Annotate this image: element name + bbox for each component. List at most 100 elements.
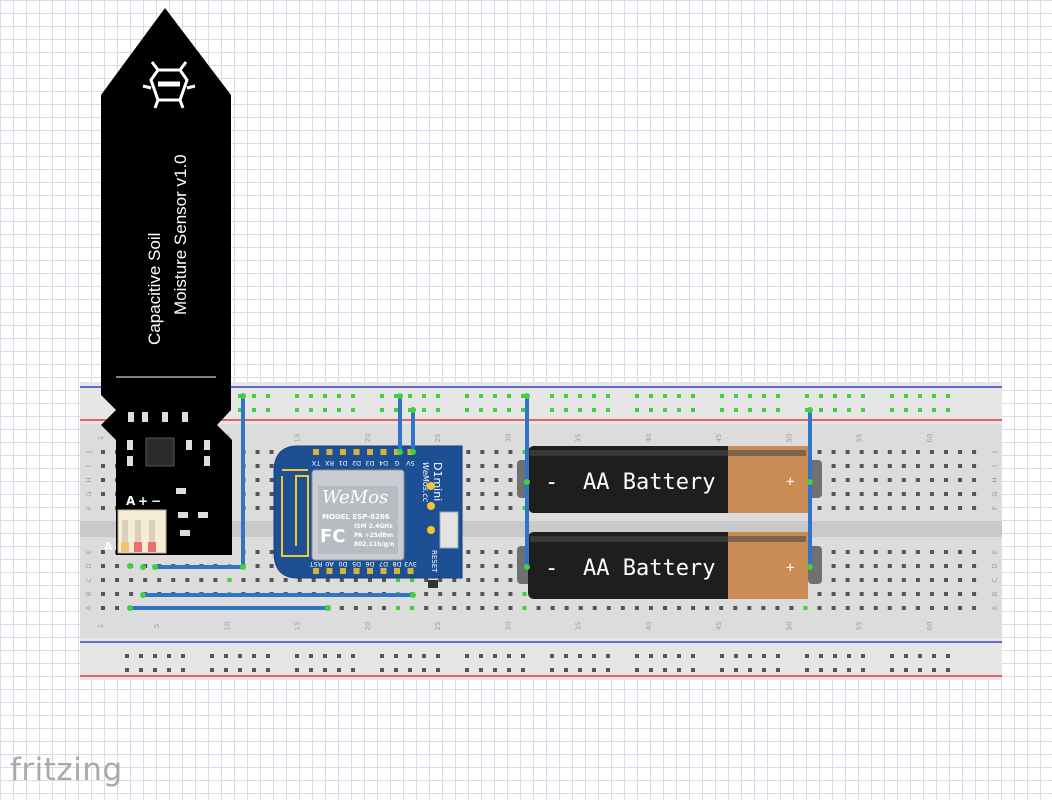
column-number: 35 — [575, 434, 583, 443]
battery-1: - AA Battery + — [517, 446, 822, 513]
breadboard-labels: 1155101015152020252530303535404045455050… — [85, 434, 999, 631]
wire-endpoint — [807, 479, 813, 485]
column-number: 15 — [294, 622, 302, 631]
wire-endpoint — [397, 393, 403, 399]
row-letter: C — [991, 577, 999, 582]
wemos-top-pin — [367, 449, 373, 455]
wemos-board-brand: WeMos.cc — [421, 462, 430, 503]
wemos-brand: WeMos — [322, 487, 388, 508]
wire-endpoint — [127, 605, 133, 611]
fcc-mark: FC — [320, 526, 346, 547]
row-letter: D — [991, 563, 999, 568]
column-number: 50 — [785, 622, 793, 631]
column-number: 10 — [223, 622, 231, 631]
wemos-top-pin-label: RX — [324, 459, 334, 467]
row-letter: I — [991, 465, 999, 467]
reset-button — [428, 580, 438, 588]
wire-endpoint — [410, 407, 416, 413]
wire-endpoint — [240, 393, 246, 399]
wemos-top-pin-label: G — [394, 459, 399, 467]
reset-label: RESET — [430, 550, 438, 573]
wemos-top-pin — [326, 449, 333, 455]
wemos-bottom-pin-label: RST — [310, 560, 323, 568]
wemos-spec1: ISM 2.4GHz — [354, 523, 393, 530]
wemos-bottom-pin — [313, 568, 319, 574]
wire-endpoints — [127, 393, 813, 611]
wemos-d1-mini: WeMos MODEL ESP-8266 FC ISM 2.4GHz PA +2… — [273, 445, 463, 588]
wemos-top-pin — [380, 449, 387, 455]
wemos-top-pin — [353, 449, 360, 455]
wire-endpoint — [240, 564, 246, 570]
wemos-bottom-pin — [340, 568, 346, 574]
sensor-side-label: A — [104, 540, 113, 553]
column-number: 15 — [294, 434, 302, 443]
wemos-spec3: 802.11b/g/n — [354, 541, 394, 548]
wire-endpoint — [127, 563, 133, 569]
row-letter: J — [85, 451, 93, 454]
battery-2-label: AA Battery — [583, 556, 715, 581]
battery-1-minus: - — [545, 470, 558, 495]
wire-endpoint — [152, 564, 158, 570]
battery-1-label: AA Battery — [583, 470, 715, 495]
wemos-top-pin-label: TX — [311, 459, 321, 467]
column-number: 20 — [364, 434, 372, 443]
row-letter: A — [991, 605, 999, 610]
wemos-top-pin — [313, 449, 319, 455]
wemos-bottom-pin — [380, 568, 387, 574]
battery-2-minus: - — [545, 556, 558, 581]
wire-endpoint — [524, 564, 530, 570]
column-number: 1 — [97, 436, 105, 440]
column-number: 60 — [926, 622, 934, 631]
column-number: 55 — [856, 434, 864, 443]
sensor-pin-label-plus: + — [138, 494, 148, 508]
row-letter: A — [85, 605, 93, 610]
wire-endpoint — [325, 605, 331, 611]
sensor-title-line1: Capacitive Soil — [145, 233, 164, 345]
sensor-pin-label-minus: − — [151, 494, 161, 508]
row-letter: E — [85, 550, 93, 554]
wemos-bottom-pin — [326, 568, 333, 574]
wire-endpoint — [410, 449, 416, 455]
row-letter: F — [85, 506, 93, 510]
row-letter: B — [85, 591, 93, 596]
column-number: 55 — [856, 622, 864, 631]
wemos-bottom-pin — [394, 568, 400, 574]
led — [427, 482, 435, 490]
wemos-bottom-pin-label: D5 — [352, 560, 361, 568]
column-number: 20 — [364, 622, 372, 631]
column-number: 5 — [153, 624, 161, 628]
column-number: 25 — [434, 622, 442, 631]
sensor-pin-label-a: A — [126, 494, 136, 508]
column-number: 30 — [504, 434, 512, 443]
row-letter: C — [85, 577, 93, 582]
column-number: 30 — [504, 622, 512, 631]
wemos-spec2: PA +25dBm — [354, 532, 393, 539]
wemos-bottom-pin-label: A0 — [325, 560, 334, 568]
column-number: 35 — [575, 622, 583, 631]
wemos-top-pin-label: D4 — [379, 459, 388, 467]
wemos-bottom-pin — [367, 568, 373, 574]
wire-endpoint — [397, 449, 403, 455]
sensor-smd-parts — [127, 412, 210, 536]
wemos-top-pin-label: 5V — [406, 459, 415, 467]
wire-endpoint — [524, 393, 530, 399]
wemos-bottom-pin-label: D8 — [392, 560, 401, 568]
wire-endpoint — [807, 564, 813, 570]
column-number: 45 — [715, 434, 723, 443]
antenna-trace — [281, 469, 309, 557]
wemos-bottom-pin-label: D7 — [379, 560, 388, 568]
row-letter: G — [991, 491, 999, 496]
wemos-top-pin-label: D1 — [338, 459, 347, 467]
wemos-bottom-pin — [353, 568, 360, 574]
column-number: 40 — [645, 622, 653, 631]
battery-2-plus: + — [786, 560, 794, 576]
usb-port — [439, 511, 459, 549]
row-letter: H — [991, 477, 999, 482]
fritzing-logo: fritzing — [10, 752, 123, 788]
wemos-bottom-pin-label: D0 — [338, 560, 347, 568]
row-letter: B — [991, 591, 999, 596]
row-letter: D — [85, 563, 93, 568]
soil-moisture-sensor: Capacitive Soil Moisture Sensor v1.0 A +… — [101, 8, 232, 555]
